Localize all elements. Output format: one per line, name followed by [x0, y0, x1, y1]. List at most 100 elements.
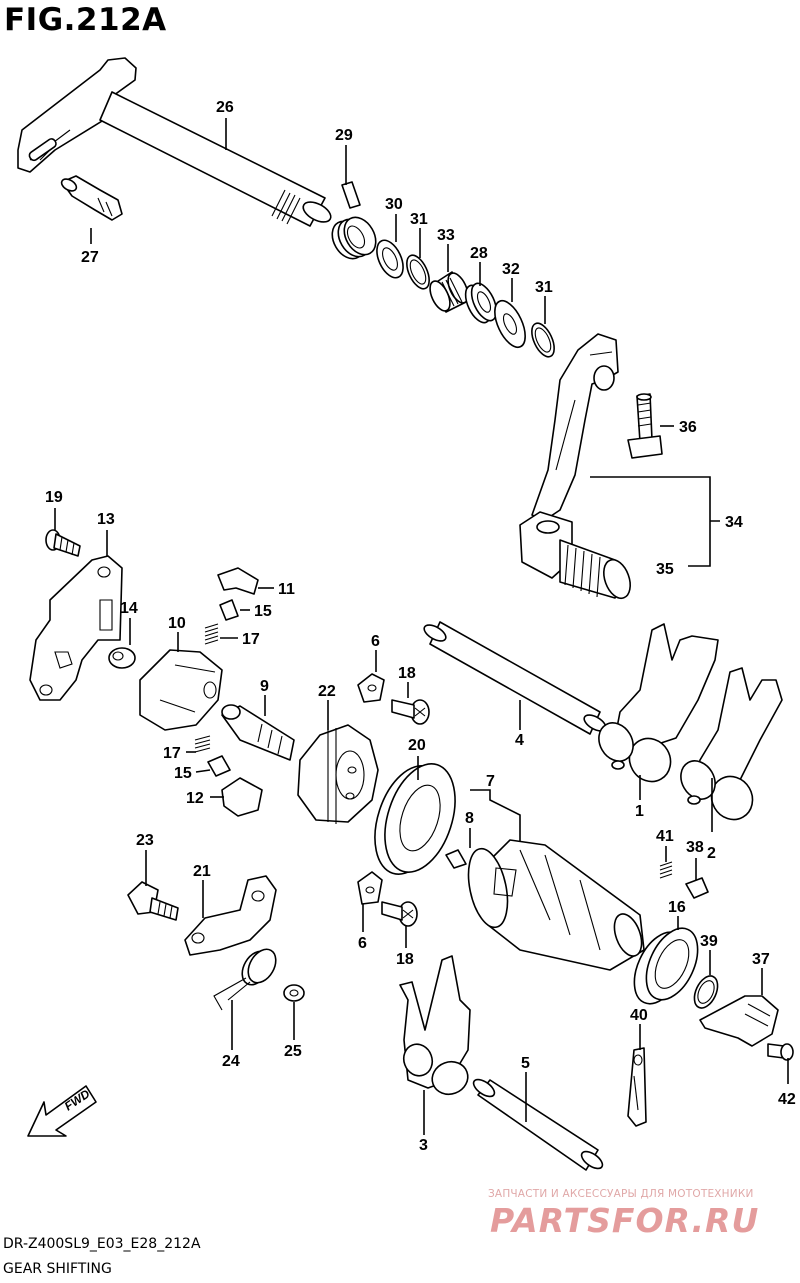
- callout-9: 9: [260, 678, 269, 695]
- callout-18b: 18: [396, 951, 414, 968]
- callout-38: 38: [686, 839, 704, 856]
- callout-17a: 17: [242, 631, 260, 648]
- shift-fork-part-3[interactable]: [399, 955, 472, 1099]
- callout-36: 36: [679, 419, 697, 436]
- shift-fork-shaft-part-4[interactable]: [422, 621, 609, 735]
- rubber-footpeg-part-35[interactable]: [559, 539, 635, 602]
- callout-29: 29: [335, 127, 353, 144]
- pin-part-8[interactable]: [445, 849, 467, 869]
- callout-21: 21: [193, 863, 211, 880]
- callout-7: 7: [486, 773, 495, 790]
- callout-34: 34: [725, 514, 743, 531]
- callout-27: 27: [81, 249, 99, 266]
- spring-part-41[interactable]: [659, 861, 673, 879]
- callout-28: 28: [470, 245, 488, 262]
- callout-8: 8: [465, 810, 474, 827]
- leader-lines: [54, 118, 789, 1135]
- circlip-part-31b[interactable]: [527, 320, 559, 360]
- callout-35: 35: [656, 561, 674, 578]
- bushing-part-14[interactable]: [108, 647, 136, 669]
- spring-part-17a[interactable]: [204, 623, 219, 645]
- washer-part-25[interactable]: [283, 984, 305, 1002]
- gear-shift-cam-part-10[interactable]: [139, 649, 223, 731]
- callout-18a: 18: [398, 665, 416, 682]
- screw-part-19[interactable]: [45, 529, 81, 557]
- wire-clamp-part-40[interactable]: [627, 1047, 647, 1127]
- circlip-part-31a[interactable]: [402, 252, 434, 292]
- watermark-brand: PARTSFOR.RU: [490, 1201, 760, 1240]
- callout-3: 3: [419, 1137, 428, 1154]
- watermark-tagline: ЗАПЧАСТИ И АКСЕССУАРЫ ДЛЯ МОТОТЕХНИКИ: [488, 1188, 754, 1200]
- figure-title: FIG.212A: [4, 2, 167, 38]
- callout-11: 11: [278, 581, 295, 598]
- callout-1: 1: [635, 803, 644, 820]
- pawl-part-12[interactable]: [221, 777, 263, 817]
- callout-39: 39: [700, 933, 718, 950]
- callout-31a: 31: [410, 211, 428, 228]
- oil-seal-part-28[interactable]: [460, 280, 501, 327]
- gear-position-switch-part-37[interactable]: [699, 995, 779, 1047]
- gear-shift-cam-plate-part-22[interactable]: [297, 724, 379, 824]
- pin-part-15b[interactable]: [207, 755, 231, 777]
- shift-shaft-part-26[interactable]: [17, 57, 334, 227]
- callout-17b: 17: [163, 745, 181, 762]
- callout-23: 23: [136, 832, 154, 849]
- callout-30: 30: [385, 196, 403, 213]
- figure-code: DR-Z400SL9_E03_E28_212A: [3, 1236, 201, 1252]
- bearing-part-20[interactable]: [362, 755, 467, 883]
- spring-part-24[interactable]: [213, 944, 281, 1011]
- callout-12: 12: [186, 790, 204, 807]
- callout-labels: 26 27 29 30 31 33 28 32 31 36 34 35 19 1…: [45, 99, 796, 1154]
- washer-part-30[interactable]: [372, 236, 409, 282]
- lever-bolt-part-36[interactable]: [627, 393, 663, 459]
- switch-contact-part-38[interactable]: [685, 877, 709, 899]
- fwd-arrow-icon: FWD: [27, 1085, 97, 1137]
- callout-6b: 6: [358, 935, 367, 952]
- shift-fork-part-2[interactable]: [674, 667, 783, 827]
- callout-31b: 31: [535, 279, 553, 296]
- shift-fork-shaft-part-5[interactable]: [471, 1076, 606, 1172]
- callout-26: 26: [216, 99, 234, 116]
- callout-32: 32: [502, 261, 520, 278]
- callout-40: 40: [630, 1007, 648, 1024]
- callout-33: 33: [437, 227, 455, 244]
- callout-20: 20: [408, 737, 426, 754]
- gear-shift-shaft-part-9[interactable]: [221, 704, 295, 761]
- gear-shift-cam-stopper-plate-part-13[interactable]: [29, 555, 123, 701]
- gear-shift-drum-part-7[interactable]: [462, 839, 647, 971]
- plate-part-6a[interactable]: [357, 673, 385, 703]
- callout-13: 13: [97, 511, 115, 528]
- pin-part-15a[interactable]: [219, 599, 239, 621]
- bearing-part-16[interactable]: [624, 920, 708, 1011]
- shift-fork-part-1[interactable]: [592, 623, 719, 789]
- callout-5: 5: [521, 1055, 530, 1072]
- o-ring-part-39[interactable]: [690, 972, 722, 1011]
- gear-shift-lever-part-34[interactable]: [519, 333, 619, 579]
- callout-10: 10: [168, 615, 186, 632]
- callout-24: 24: [222, 1053, 240, 1070]
- callout-41: 41: [656, 828, 674, 845]
- bolt-part-42[interactable]: [767, 1043, 794, 1061]
- bearing-part-33[interactable]: [426, 270, 472, 314]
- callout-15b: 15: [174, 765, 192, 782]
- callout-22: 22: [318, 683, 336, 700]
- screw-part-18a[interactable]: [391, 699, 430, 725]
- callout-42: 42: [778, 1091, 796, 1108]
- callout-4: 4: [515, 732, 524, 749]
- pawl-part-11[interactable]: [217, 567, 259, 595]
- callout-19: 19: [45, 489, 63, 506]
- washer-part-32[interactable]: [489, 296, 532, 351]
- return-spring-part-29[interactable]: [326, 181, 382, 264]
- screw-part-18b[interactable]: [381, 901, 418, 927]
- gear-shift-stopper-arm-part-21[interactable]: [184, 875, 277, 956]
- callout-37: 37: [752, 951, 770, 968]
- callout-2: 2: [707, 845, 716, 862]
- figure-subtitle: GEAR SHIFTING: [3, 1261, 112, 1277]
- plate-part-6b[interactable]: [357, 871, 383, 905]
- spring-part-17b[interactable]: [194, 735, 211, 753]
- shaft-pin-part-27[interactable]: [60, 175, 123, 221]
- callout-15a: 15: [254, 603, 272, 620]
- callout-25: 25: [284, 1043, 302, 1060]
- bolt-part-23[interactable]: [127, 881, 179, 921]
